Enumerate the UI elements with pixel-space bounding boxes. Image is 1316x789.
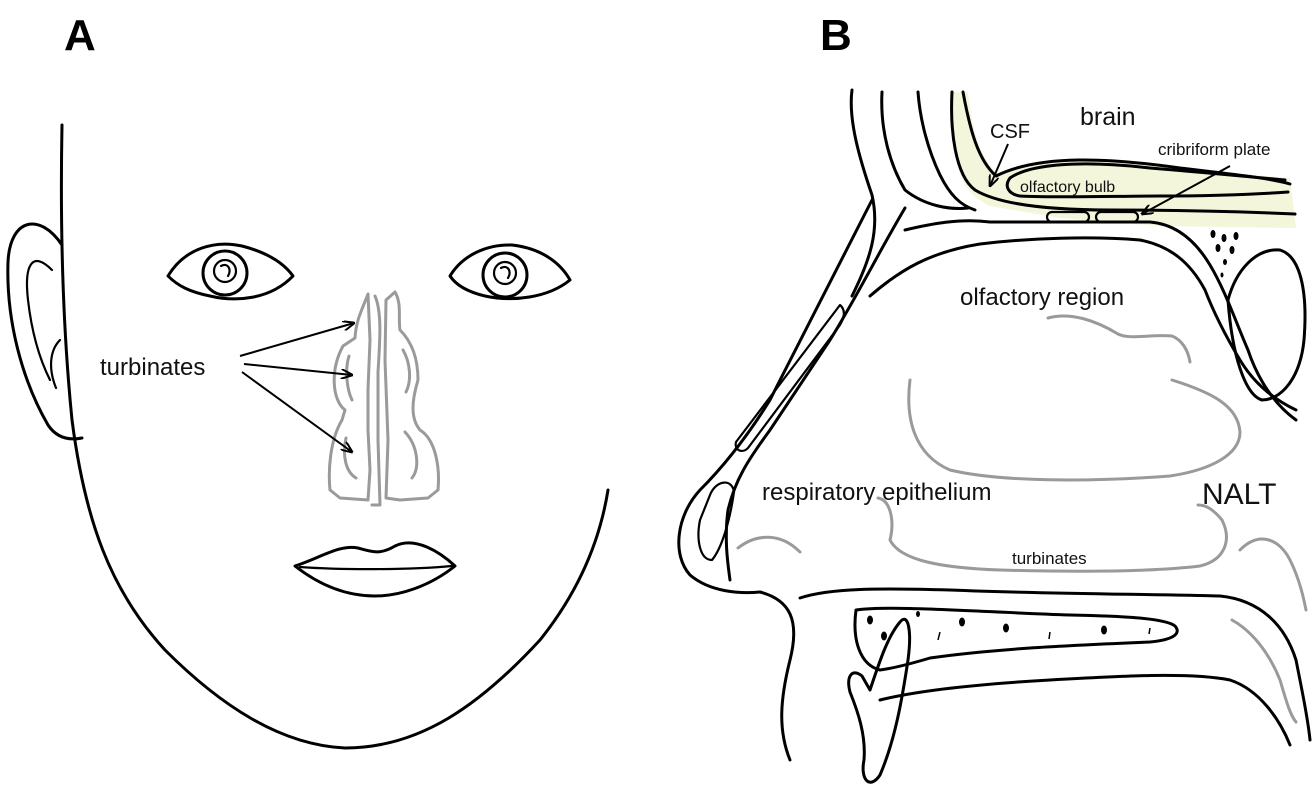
middle-turbinate-b — [909, 380, 1240, 480]
olfactory-bulb-label: olfactory bulb — [1020, 179, 1115, 196]
mouth — [295, 543, 455, 596]
cribriform-plate-label: cribriform plate — [1158, 140, 1270, 159]
nasal-dorsum-outer — [679, 200, 872, 593]
brain-label: brain — [1080, 103, 1136, 131]
vestibule-fold — [738, 537, 800, 552]
superior-turbinate-b — [1048, 316, 1190, 362]
ear-inner — [27, 261, 52, 380]
panel-a-letter: A — [64, 11, 96, 60]
nalt-label: NALT — [1202, 478, 1276, 511]
turbinates-label-a: turbinates — [100, 354, 205, 381]
arrow-superior-turbinate — [240, 323, 354, 356]
left-eye — [168, 244, 293, 299]
palate-bone — [855, 608, 1177, 670]
panel-b: B — [679, 11, 1310, 782]
turbinates-label-b: turbinates — [1012, 549, 1087, 568]
olfactory-roof-inner — [870, 238, 1296, 410]
nasal-turbinates-drawing — [329, 292, 438, 505]
hard-palate-upper — [800, 589, 1310, 740]
ear-inner-fold — [51, 340, 60, 388]
nasopharynx-wall — [1240, 539, 1306, 610]
upper-lip — [760, 592, 794, 760]
nasal-dorsum-inner — [726, 208, 905, 580]
panel-b-letter: B — [820, 11, 852, 60]
oral-roof — [880, 675, 1290, 745]
olfactory-region-label: olfactory region — [960, 284, 1124, 311]
sphenoid-sinus — [1228, 250, 1305, 400]
panel-a: A — [8, 11, 608, 748]
csf-label: CSF — [990, 121, 1030, 143]
alar-cartilage — [699, 483, 735, 560]
right-eye — [450, 245, 570, 299]
respiratory-epithelium-label: respiratory epithelium — [762, 479, 991, 506]
nasal-cavity-roof — [905, 221, 1296, 420]
